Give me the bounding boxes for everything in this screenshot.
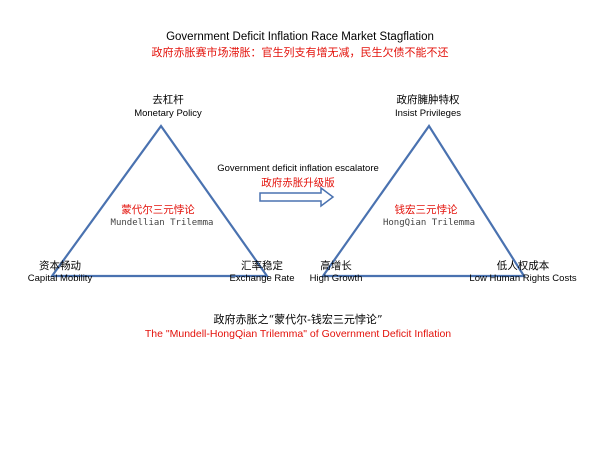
right-top-label-zh: 政府臃肿特权: [396, 94, 460, 106]
right-bottom-left-label-zh: 高增长: [320, 260, 352, 272]
right-bottom-left-label-en: High Growth: [309, 273, 363, 284]
caption-en: The "Mundell-HongQian Trilemma" of Gover…: [144, 328, 452, 340]
middle-label-en: Government deficit inflation escalatore: [217, 163, 379, 174]
left-center-label-zh: 蒙代尔三元悖论: [121, 204, 195, 216]
middle-label-zh: 政府赤胀升级版: [261, 177, 335, 189]
right-bottom-right-label-zh: 低人权成本: [496, 260, 550, 272]
right-top-label-en: Insist Privileges: [395, 108, 461, 119]
caption-zh: 政府赤胀之“蒙代尔-钱宏三元悖论”: [213, 313, 383, 326]
left-center-label-en: Mundellian Trilemma: [110, 218, 214, 228]
left-bottom-left-label-en: Capital Mobility: [27, 273, 93, 284]
right-bottom-right-label-en: Low Human Rights Costs: [469, 273, 577, 284]
right-center-label-zh: 钱宏三元悖论: [394, 204, 458, 216]
left-triangle: [49, 124, 270, 278]
title-en: Government Deficit Inflation Race Market…: [166, 31, 434, 43]
left-bottom-left-label-zh: 资本畅动: [39, 260, 81, 272]
left-top-label-en: Monetary Policy: [134, 108, 202, 119]
title-zh: 政府赤胀赛市场滞胀：官生列支有增无减，民生欠债不能不还: [151, 46, 449, 59]
left-bottom-right-label-zh: 汇率稳定: [241, 260, 283, 272]
left-top-label-zh: 去杠杆: [152, 94, 184, 106]
right-arrow-icon: [259, 186, 335, 208]
right-center-label-en: HongQian Trilemma: [382, 218, 476, 228]
left-bottom-right-label-en: Exchange Rate: [229, 273, 295, 284]
right-triangle: [320, 124, 526, 278]
